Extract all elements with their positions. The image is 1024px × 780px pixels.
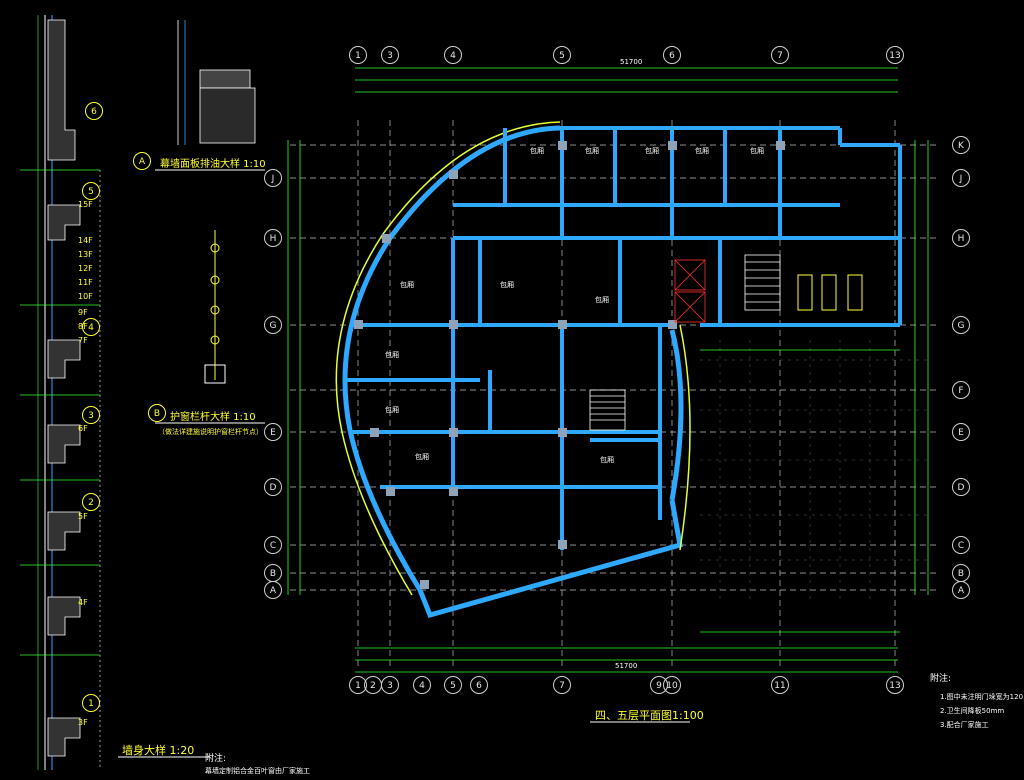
floor-label: 4F — [78, 598, 88, 607]
axis-bubble-top: 3 — [381, 46, 399, 64]
axis-bubble-bottom: 13 — [886, 676, 904, 694]
axis-bubble-bottom: 7 — [553, 676, 571, 694]
floor-label: 10F — [78, 292, 93, 301]
columns — [354, 141, 785, 589]
axis-bubble-left: E — [264, 423, 282, 441]
axis-bubble-top: 4 — [444, 46, 462, 64]
bottom-total-dimension: 51700 — [615, 662, 638, 670]
axis-bubble-bottom: 11 — [771, 676, 789, 694]
floor-label: 9F — [78, 308, 88, 317]
axis-bubble-right: F — [952, 381, 970, 399]
room-label: 包厢 — [500, 281, 514, 289]
floor-label: 5F — [78, 512, 88, 521]
walls — [346, 126, 902, 550]
note-line-2: 2.卫生间降板50mm — [940, 707, 1005, 715]
slab-sections — [47, 19, 81, 757]
axis-bubble-right: A — [952, 581, 970, 599]
axis-bubble-top: 13 — [886, 46, 904, 64]
railing-detail-note: （做法详建施说明护窗栏杆节点） — [158, 428, 263, 436]
detail-marker-6: 6 — [85, 102, 103, 120]
axis-bubble-bottom: 5 — [444, 676, 462, 694]
axis-bubble-right: J — [952, 169, 970, 187]
axis-bubble-top: 7 — [771, 46, 789, 64]
top-total-dimension: 51700 — [620, 58, 643, 66]
axis-bubble-bottom: 3 — [381, 676, 399, 694]
floor-label: 13F — [78, 250, 93, 259]
room-label: 包厢 — [595, 296, 609, 304]
curtain-wall-detail-drawing — [177, 20, 256, 145]
axis-bubble-top: 6 — [663, 46, 681, 64]
railing-detail-drawing — [204, 230, 226, 384]
curved-facade — [335, 121, 691, 619]
axis-bubble-right: H — [952, 229, 970, 247]
curtain-wall-detail-title: 幕墙面板排油大样 1:10 — [160, 159, 266, 170]
window-frames — [20, 169, 100, 656]
detail-marker-a: A — [133, 152, 151, 170]
floor-label: 15F — [78, 200, 93, 209]
detail-marker-b: B — [148, 404, 166, 422]
detail-marker-4: 4 — [82, 318, 100, 336]
detail-marker-5: 5 — [82, 182, 100, 200]
axis-bubble-left: C — [264, 536, 282, 554]
axis-bubble-top: 1 — [349, 46, 367, 64]
axis-bubble-bottom: 2 — [364, 676, 382, 694]
room-label: 包厢 — [695, 147, 709, 155]
detail-marker-1: 1 — [82, 694, 100, 712]
floor-label: 11F — [78, 278, 93, 287]
axis-bubble-left: B — [264, 564, 282, 582]
kitchen-equipment — [797, 274, 863, 311]
axis-bubble-right: G — [952, 316, 970, 334]
main-plan-title: 四、五层平面图1:100 — [595, 709, 704, 722]
axis-bubble-right: E — [952, 423, 970, 441]
note-line-3: 3.配合厂家施工 — [940, 721, 989, 729]
axis-bubble-bottom: 6 — [470, 676, 488, 694]
floor-label: 3F — [78, 718, 88, 727]
elevator-shaft — [674, 259, 706, 323]
floor-label: 6F — [78, 424, 88, 433]
axis-bubble-right: C — [952, 536, 970, 554]
floor-label: 14F — [78, 236, 93, 245]
notes-heading: 附注: — [930, 674, 952, 684]
axis-bubble-left: J — [264, 169, 282, 187]
axis-bubble-left: D — [264, 478, 282, 496]
axis-bubble-left: A — [264, 581, 282, 599]
axis-bubble-left: H — [264, 229, 282, 247]
room-label: 包厢 — [530, 147, 544, 155]
axis-bubble-bottom: 4 — [413, 676, 431, 694]
wall-detail-title: 墙身大样 1:20 — [122, 744, 195, 757]
floor-label: 7F — [78, 336, 88, 345]
floor-label: 8F — [78, 322, 88, 331]
room-label: 包厢 — [585, 147, 599, 155]
wall-note-line: 幕墙定制铝合金百叶窗由厂家施工 — [205, 767, 310, 775]
railing-detail-title: 护窗栏杆大样 1:10 — [170, 412, 256, 423]
wall-note-heading: 附注: — [205, 754, 227, 764]
room-label: 包厢 — [415, 453, 429, 461]
room-label: 包厢 — [400, 281, 414, 289]
title-underlines — [118, 169, 690, 758]
stair — [589, 254, 781, 431]
wall-section-detail — [37, 15, 101, 770]
room-label: 包厢 — [385, 406, 399, 414]
floor-label: 12F — [78, 264, 93, 273]
axis-bubble-right: B — [952, 564, 970, 582]
detail-marker-3: 3 — [82, 406, 100, 424]
axis-bubble-bottom: 10 — [663, 676, 681, 694]
dimension-lines — [287, 67, 929, 673]
room-label: 包厢 — [600, 456, 614, 464]
room-label: 包厢 — [750, 147, 764, 155]
axis-bubble-right: K — [952, 136, 970, 154]
detail-marker-2: 2 — [82, 493, 100, 511]
axis-bubble-left: G — [264, 316, 282, 334]
background-grid — [700, 340, 930, 600]
note-line-1: 1.图中未注明门垛宽为120 — [940, 693, 1024, 701]
room-label: 包厢 — [645, 147, 659, 155]
axis-bubble-right: D — [952, 478, 970, 496]
room-label: 包厢 — [385, 351, 399, 359]
axis-bubble-top: 5 — [553, 46, 571, 64]
